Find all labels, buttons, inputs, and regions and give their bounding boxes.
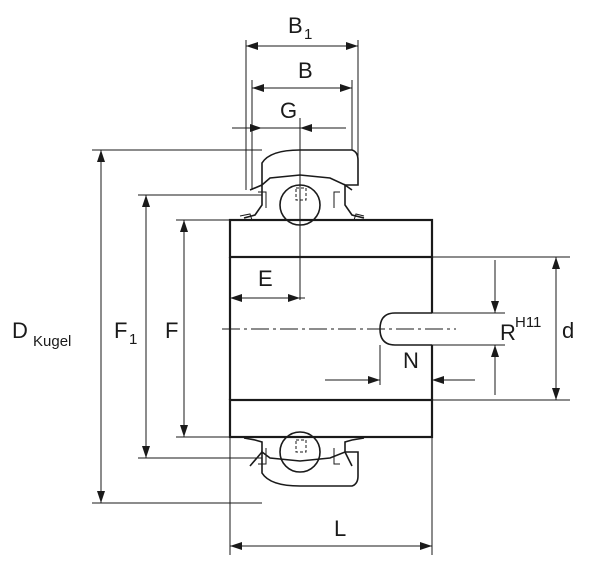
label-f1-sub: 1: [129, 331, 137, 348]
label-dkugel: D Kugel: [12, 318, 71, 350]
outer-ring-upper: [261, 149, 359, 187]
label-f1: F 1: [114, 318, 137, 348]
inner-ring-upper: [228, 218, 434, 259]
label-d: d: [562, 318, 574, 343]
label-r-h11: R H11: [500, 314, 541, 345]
label-f1-main: F: [114, 318, 127, 343]
label-dkugel-sub: Kugel: [33, 333, 71, 350]
label-b: B: [298, 58, 313, 83]
label-dkugel-main: D: [12, 318, 28, 343]
label-n: N: [403, 348, 419, 373]
arrowheads: [97, 42, 560, 550]
dimension-lines: [100, 45, 557, 547]
label-g: G: [280, 98, 297, 123]
label-r-sup: H11: [515, 314, 541, 331]
seals-upper: [239, 183, 365, 221]
label-b1-sub: 1: [304, 26, 312, 43]
label-l: L: [334, 516, 346, 541]
label-b1-main: B: [288, 13, 303, 38]
ball-lower: [279, 431, 321, 473]
extension-lines: [92, 40, 570, 555]
label-e: E: [258, 266, 273, 291]
seals-lower: [243, 437, 365, 467]
outer-ring-lower: [261, 450, 359, 487]
inner-ring-lower: [228, 398, 434, 439]
label-f: F: [165, 318, 178, 343]
label-b1: B 1: [288, 13, 312, 43]
label-r-main: R: [500, 320, 516, 345]
